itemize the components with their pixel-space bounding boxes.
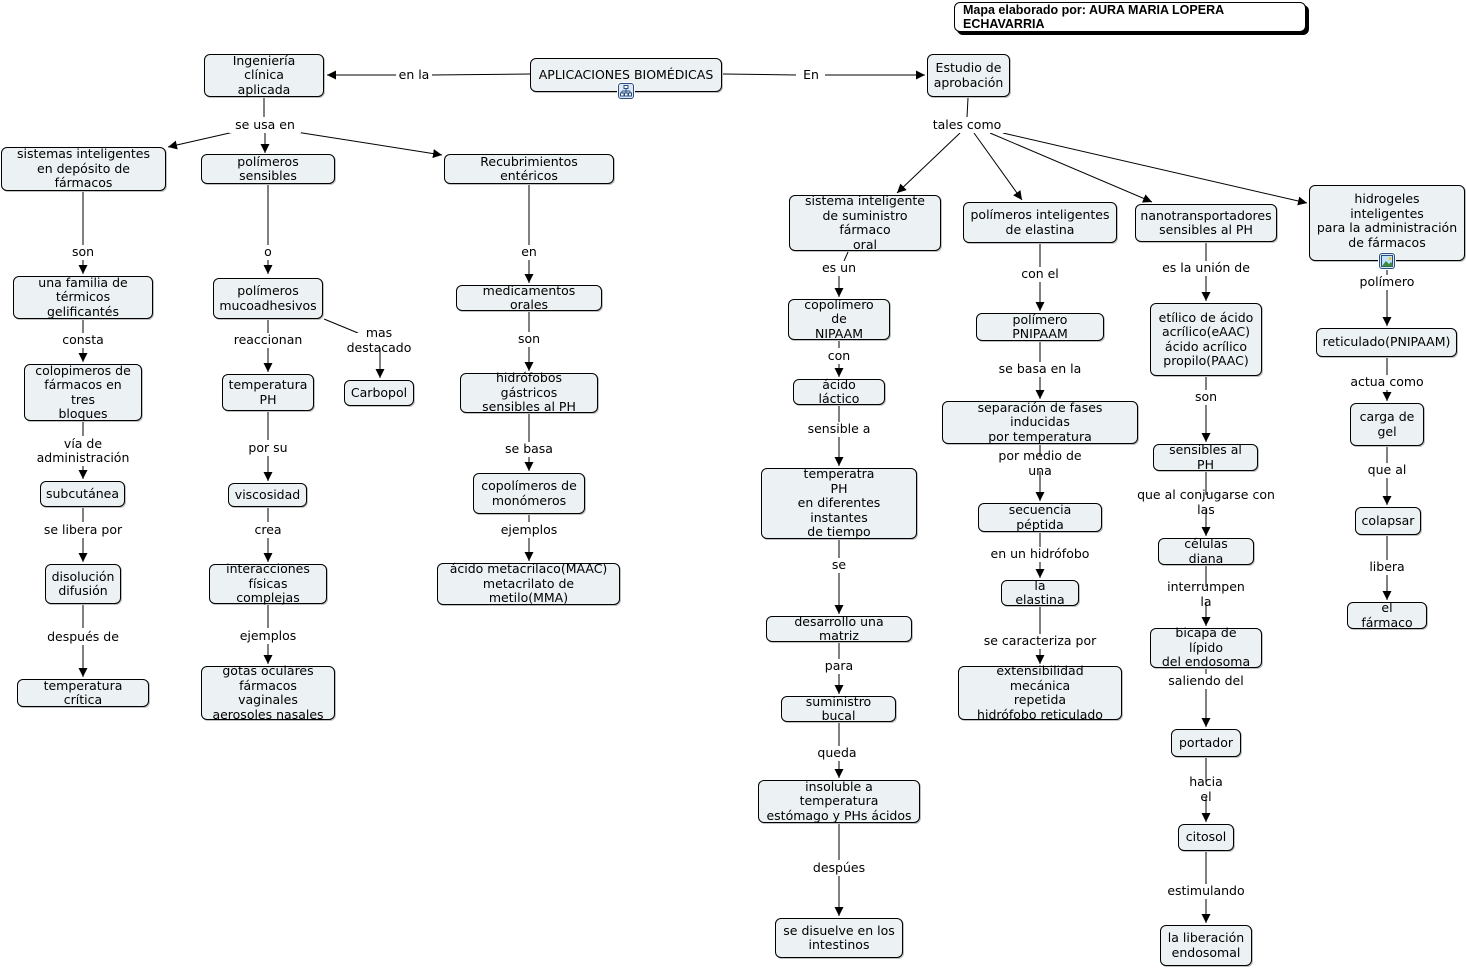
link-en-la[interactable]: en la	[396, 67, 432, 83]
concept-extensibilidad-mecanica[interactable]: extensibilidad mecánica repetida hidrófo…	[958, 663, 1122, 721]
link-se-basa-en-la[interactable]: se basa en la	[995, 362, 1085, 377]
concept-temperatura-critica[interactable]: temperatura crítica	[17, 678, 149, 707]
concept-acido-metacrilaco[interactable]: ácido metacrilaco(MAAC) metacrilato de m…	[437, 562, 620, 605]
link-tales-como[interactable]: tales como	[929, 117, 1005, 133]
concept-familia-termicos[interactable]: una familia de térmicos gelificantés	[13, 275, 153, 319]
concept-insoluble-temperatura[interactable]: insoluble a temperatura estómago y PHs á…	[758, 779, 920, 823]
author-credit: Mapa elaborado por: AURA MARIA LOPERA EC…	[954, 2, 1306, 32]
concept-polimeros-elastina[interactable]: polímeros inteligentes de elastina	[963, 202, 1117, 243]
concept-secuencia-peptida[interactable]: secuencia péptida	[978, 502, 1102, 532]
link-con[interactable]: con	[824, 348, 854, 364]
link-sensible-a[interactable]: sensible a	[804, 422, 874, 437]
concept-bicapa-lipido[interactable]: bicapa de lípido del endosoma	[1150, 626, 1262, 669]
concept-carga-de-gel[interactable]: carga de gel	[1350, 403, 1424, 446]
link-despues[interactable]: despúes	[809, 860, 869, 876]
concept-etilico-acido-acrilico[interactable]: etílico de ácido acrílico(eAAC) ácido ac…	[1150, 303, 1262, 376]
link-son-hidrofobos[interactable]: son	[513, 332, 545, 347]
concept-colapsar[interactable]: colapsar	[1355, 507, 1421, 535]
concept-temperatura-ph-tiempo[interactable]: temperatra PH en diferentes instantes de…	[761, 467, 917, 539]
concept-colopimeros[interactable]: colopimeros de fármacos en tres bloques	[24, 363, 142, 421]
concept-el-farmaco[interactable]: el fármaco	[1347, 600, 1427, 629]
image-icon[interactable]	[1379, 253, 1395, 269]
concept-temperatura-ph[interactable]: temperatura PH	[222, 374, 314, 411]
link-via-de-administracion[interactable]: vía de administración	[33, 436, 133, 466]
concept-ingenieria-clinica[interactable]: Ingeniería clínica aplicada	[204, 53, 324, 97]
concept-acido-lactico[interactable]: ácido láctico	[793, 377, 885, 406]
link-se-libera-por[interactable]: se libera por	[40, 522, 126, 538]
concept-interacciones-fisicas[interactable]: interacciones físicas complejas	[209, 562, 327, 605]
link-por-su[interactable]: por su	[245, 440, 291, 456]
concept-hidrofobos-gastricos[interactable]: hidrófobos gástricos sensibles al PH	[460, 371, 598, 414]
concept-sistemas-inteligentes[interactable]: sistemas inteligentes en depósito de fár…	[1, 147, 166, 191]
concept-recubrimientos-entericos[interactable]: Recubrimientos entéricos	[444, 154, 614, 184]
concept-map-icon[interactable]	[618, 83, 634, 99]
concept-sensibles-ph[interactable]: sensibles al PH	[1153, 442, 1258, 471]
link-son-sensibles[interactable]: son	[1190, 390, 1222, 405]
link-crea[interactable]: crea	[250, 522, 286, 538]
concept-se-disuelve-intestinos[interactable]: se disuelve en los intestinos	[775, 918, 903, 958]
concept-reticulado-pnipaam[interactable]: reticulado(PNIPAAM)	[1316, 328, 1457, 357]
link-que-al[interactable]: que al	[1364, 463, 1410, 478]
concept-polimeros-mucoadhesivos[interactable]: polímeros mucoadhesivos	[213, 278, 323, 319]
link-por-medio-de-una[interactable]: por medio de una	[983, 448, 1097, 477]
concept-polimeros-sensibles[interactable]: polímeros sensibles	[201, 154, 335, 184]
link-son[interactable]: son	[67, 245, 99, 260]
concept-polimero-pnipaam[interactable]: polímero PNIPAAM	[976, 312, 1104, 341]
link-o[interactable]: o	[260, 245, 276, 260]
concept-subcutanea[interactable]: subcutánea	[40, 481, 125, 507]
concept-gotas-oculares[interactable]: gotas oculares fármacos vaginales aeroso…	[201, 663, 335, 721]
link-polimero[interactable]: polímero	[1356, 275, 1418, 290]
concept-sistema-oral[interactable]: sistema inteligente de suministro fármac…	[789, 193, 941, 251]
link-actua-como[interactable]: actua como	[1346, 375, 1428, 390]
concept-disolucion-difusion[interactable]: disolución difusión	[45, 564, 121, 604]
concept-desarrollo-matriz[interactable]: desarrollo una matriz	[766, 614, 912, 643]
link-en-medicamentos[interactable]: en	[516, 245, 542, 260]
link-hacia-el[interactable]: hacia el	[1180, 774, 1232, 803]
link-se[interactable]: se	[827, 558, 851, 573]
link-en-un-hidrofobo[interactable]: en un hidrófobo	[987, 547, 1093, 562]
concept-hidrogeles-inteligentes[interactable]: hidrogeles inteligentes para la administ…	[1309, 185, 1465, 261]
link-queda[interactable]: queda	[814, 746, 860, 761]
concept-portador[interactable]: portador	[1171, 729, 1241, 757]
concept-viscosidad[interactable]: viscosidad	[228, 483, 307, 507]
link-es-un[interactable]: es un	[818, 261, 860, 276]
concept-celulas-diana[interactable]: células diana	[1158, 536, 1254, 565]
link-saliendo-del[interactable]: saliendo del	[1164, 674, 1248, 689]
concept-separacion-fases[interactable]: separación de fases inducidas por temper…	[942, 400, 1138, 444]
link-mas-destacado[interactable]: mas destacado	[330, 325, 428, 354]
link-consta[interactable]: consta	[58, 333, 108, 348]
link-es-la-union-de[interactable]: es la unión de	[1160, 261, 1252, 276]
concept-carbopol[interactable]: Carbopol	[344, 380, 414, 406]
concept-copolimeros-monomeros[interactable]: copolímeros de monómeros	[473, 473, 585, 514]
link-ejemplos-acido[interactable]: ejemplos	[497, 522, 561, 538]
concept-suministro-bucal[interactable]: suministro bucal	[781, 694, 896, 723]
concept-la-elastina[interactable]: la elastina	[1001, 578, 1079, 607]
link-con-el[interactable]: con el	[1016, 267, 1064, 282]
link-despues-de[interactable]: después de	[44, 629, 122, 645]
concept-citosol[interactable]: citosol	[1178, 824, 1234, 851]
link-interrumpen-la[interactable]: interrumpen la	[1158, 579, 1254, 608]
concept-liberacion-endosomal[interactable]: la liberación endosomal	[1160, 925, 1252, 966]
link-se-caracteriza-por[interactable]: se caracteriza por	[981, 634, 1099, 649]
link-en[interactable]: En	[798, 67, 824, 83]
concept-nanotransportadores[interactable]: nanotransportadores sensibles al PH	[1135, 204, 1277, 242]
concept-medicamentos-orales[interactable]: medicamentos orales	[456, 283, 602, 312]
link-se-usa-en[interactable]: se usa en	[229, 117, 301, 133]
link-libera[interactable]: libera	[1365, 560, 1409, 575]
concept-estudio-aprobacion[interactable]: Estudio de aprobación	[927, 54, 1010, 97]
link-ejemplos[interactable]: ejemplos	[236, 628, 300, 644]
link-que-al-conjugarse[interactable]: que al conjugarse con las	[1125, 487, 1287, 516]
link-se-basa[interactable]: se basa	[501, 442, 557, 457]
concept-copolimero-nipaam[interactable]: copolímero de NIPAAM	[788, 297, 890, 341]
link-para[interactable]: para	[821, 659, 857, 674]
link-reaccionan[interactable]: reaccionan	[231, 333, 305, 348]
link-estimulando[interactable]: estimulando	[1165, 884, 1247, 899]
